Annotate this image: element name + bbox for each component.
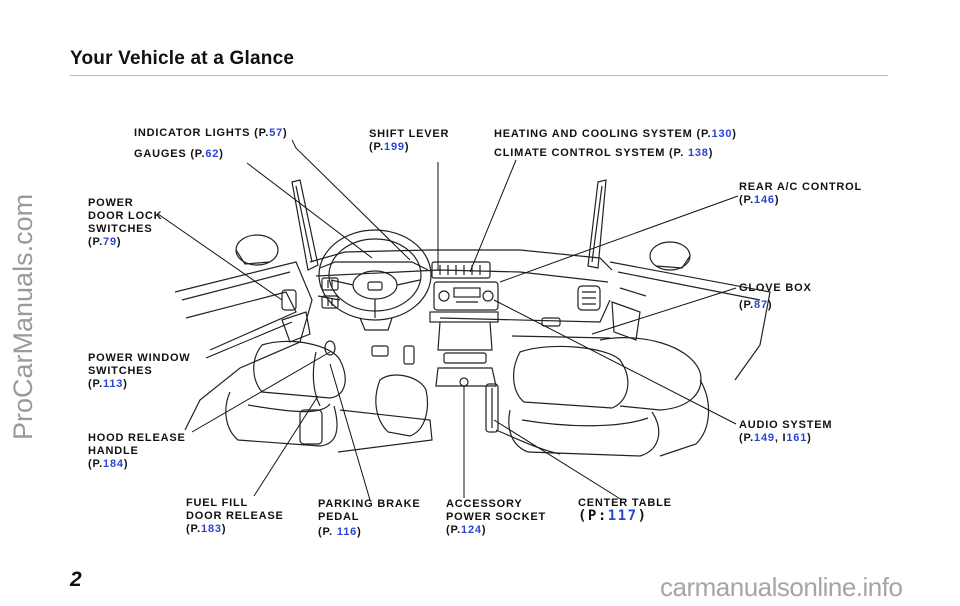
- label-accessory-socket: ACCESSORY POWER SOCKET (P.124): [446, 498, 547, 536]
- label-gauges: GAUGES (P.62): [134, 148, 224, 160]
- watermark-right: carmanualsonline.info: [660, 572, 903, 602]
- leader-climate-control: [469, 159, 517, 273]
- page-link-130[interactable]: 130: [711, 128, 733, 140]
- label-audio-system: AUDIO SYSTEM (P.149, I161): [739, 419, 833, 444]
- page-link-146[interactable]: 146: [754, 194, 775, 206]
- page-link-116[interactable]: 116: [336, 526, 358, 538]
- label-indicator-lights: INDICATOR LIGHTS (P.57): [134, 127, 288, 139]
- label-rear-ac: REAR A/C CONTROL (P.146): [739, 181, 862, 206]
- leader-gauges: [246, 162, 373, 259]
- header-rule: [70, 75, 888, 76]
- leader-hood-release: [191, 351, 331, 433]
- page-link-149[interactable]: 149: [754, 432, 775, 444]
- leader-lines: [157, 139, 739, 501]
- page-title: Your Vehicle at a Glance: [70, 48, 295, 69]
- label-climate-control: CLIMATE CONTROL SYSTEM (P. 138): [494, 147, 714, 159]
- leader-audio-system: [493, 299, 737, 425]
- leader-power-window: [205, 321, 293, 359]
- page-link-124[interactable]: 124: [461, 524, 482, 536]
- label-glove-box: GLOVE BOX (P.87): [739, 282, 812, 311]
- label-power-door-lock: POWER DOOR LOCK SWITCHES (P.79): [88, 197, 163, 248]
- leader-power-door-lock: [157, 213, 283, 301]
- label-parking-brake: PARKING BRAKE PEDAL (P. 116): [318, 498, 421, 538]
- page-link-87[interactable]: 87: [754, 299, 768, 311]
- label-hood-release: HOOD RELEASE HANDLE (P.184): [88, 432, 186, 470]
- label-fuel-fill: FUEL FILL DOOR RELEASE (P.183): [186, 497, 284, 535]
- watermark-left: ProCarManuals.com: [8, 193, 38, 440]
- label-center-table: CENTER TABLE (P:117): [578, 497, 672, 524]
- page-link-117[interactable]: 117: [607, 508, 638, 524]
- interior-drawing: [174, 179, 771, 457]
- leader-fuel-fill: [253, 395, 319, 497]
- page-link-161[interactable]: 161: [786, 432, 808, 444]
- leader-center-table: [493, 419, 623, 501]
- page-link-57[interactable]: 57: [269, 127, 284, 139]
- page-link-138[interactable]: 138: [687, 147, 709, 159]
- page-link-79[interactable]: 79: [103, 236, 117, 248]
- page-link-183[interactable]: 183: [201, 523, 222, 535]
- page-link-113[interactable]: 113: [103, 378, 124, 390]
- page-link-184[interactable]: 184: [103, 458, 124, 470]
- leader-parking-brake: [329, 363, 371, 501]
- label-shift-lever: SHIFT LEVER (P.199): [369, 128, 450, 153]
- page-number: 2: [70, 568, 82, 591]
- page-link-199[interactable]: 199: [384, 141, 405, 153]
- page-link-62[interactable]: 62: [205, 148, 220, 160]
- label-power-window: POWER WINDOW SWITCHES (P.113): [88, 352, 191, 390]
- leader-rear-ac: [499, 195, 739, 283]
- leader-indicator-lights: [291, 139, 411, 261]
- label-heating-cooling: HEATING AND COOLING SYSTEM (P.130): [494, 128, 737, 140]
- leader-glove-box: [591, 287, 737, 335]
